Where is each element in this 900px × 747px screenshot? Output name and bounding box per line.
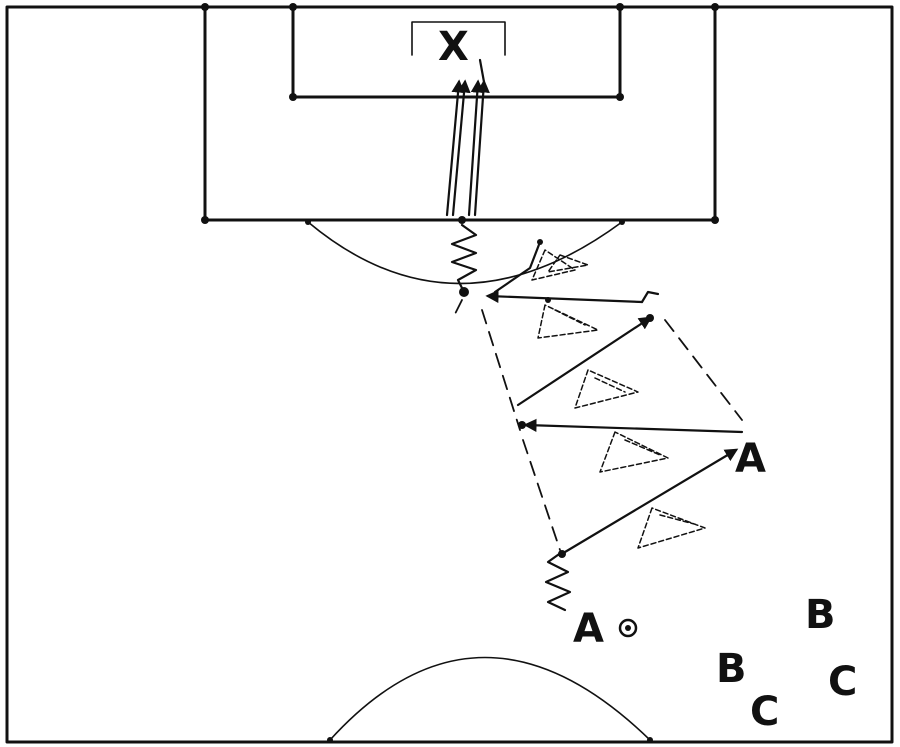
field-boundary	[5, 5, 894, 744]
center-circle-arc	[329, 656, 651, 741]
player-c-1: C	[828, 659, 857, 705]
cone-marker	[537, 304, 599, 339]
shot-paths	[445, 58, 490, 217]
pass-lines	[485, 240, 744, 557]
players: A A B B C C	[572, 435, 858, 735]
dribble-zigzag-top	[450, 223, 478, 294]
dribble-zigzag-bottom	[544, 550, 572, 612]
pass-points	[458, 216, 654, 558]
cone-marker	[574, 369, 639, 409]
cone-marker	[531, 249, 589, 281]
cone-marker	[637, 507, 706, 549]
cone-markers	[531, 249, 706, 549]
penalty-arc	[307, 221, 623, 285]
goal-area	[291, 5, 622, 99]
ball-icon	[618, 618, 638, 638]
cone-marker	[599, 431, 669, 473]
corner-dots	[201, 3, 719, 743]
player-c-2: C	[750, 689, 779, 735]
player-a-start: A	[573, 606, 604, 652]
player-b-1: B	[805, 592, 836, 638]
goal-target: X	[411, 21, 506, 71]
player-b-2: B	[716, 646, 747, 692]
field-lines	[5, 3, 894, 744]
goal-bracket-icon	[411, 21, 506, 56]
player-a-wide: A	[735, 436, 766, 482]
target-label: X	[438, 24, 469, 70]
run-lines	[451, 299, 743, 551]
